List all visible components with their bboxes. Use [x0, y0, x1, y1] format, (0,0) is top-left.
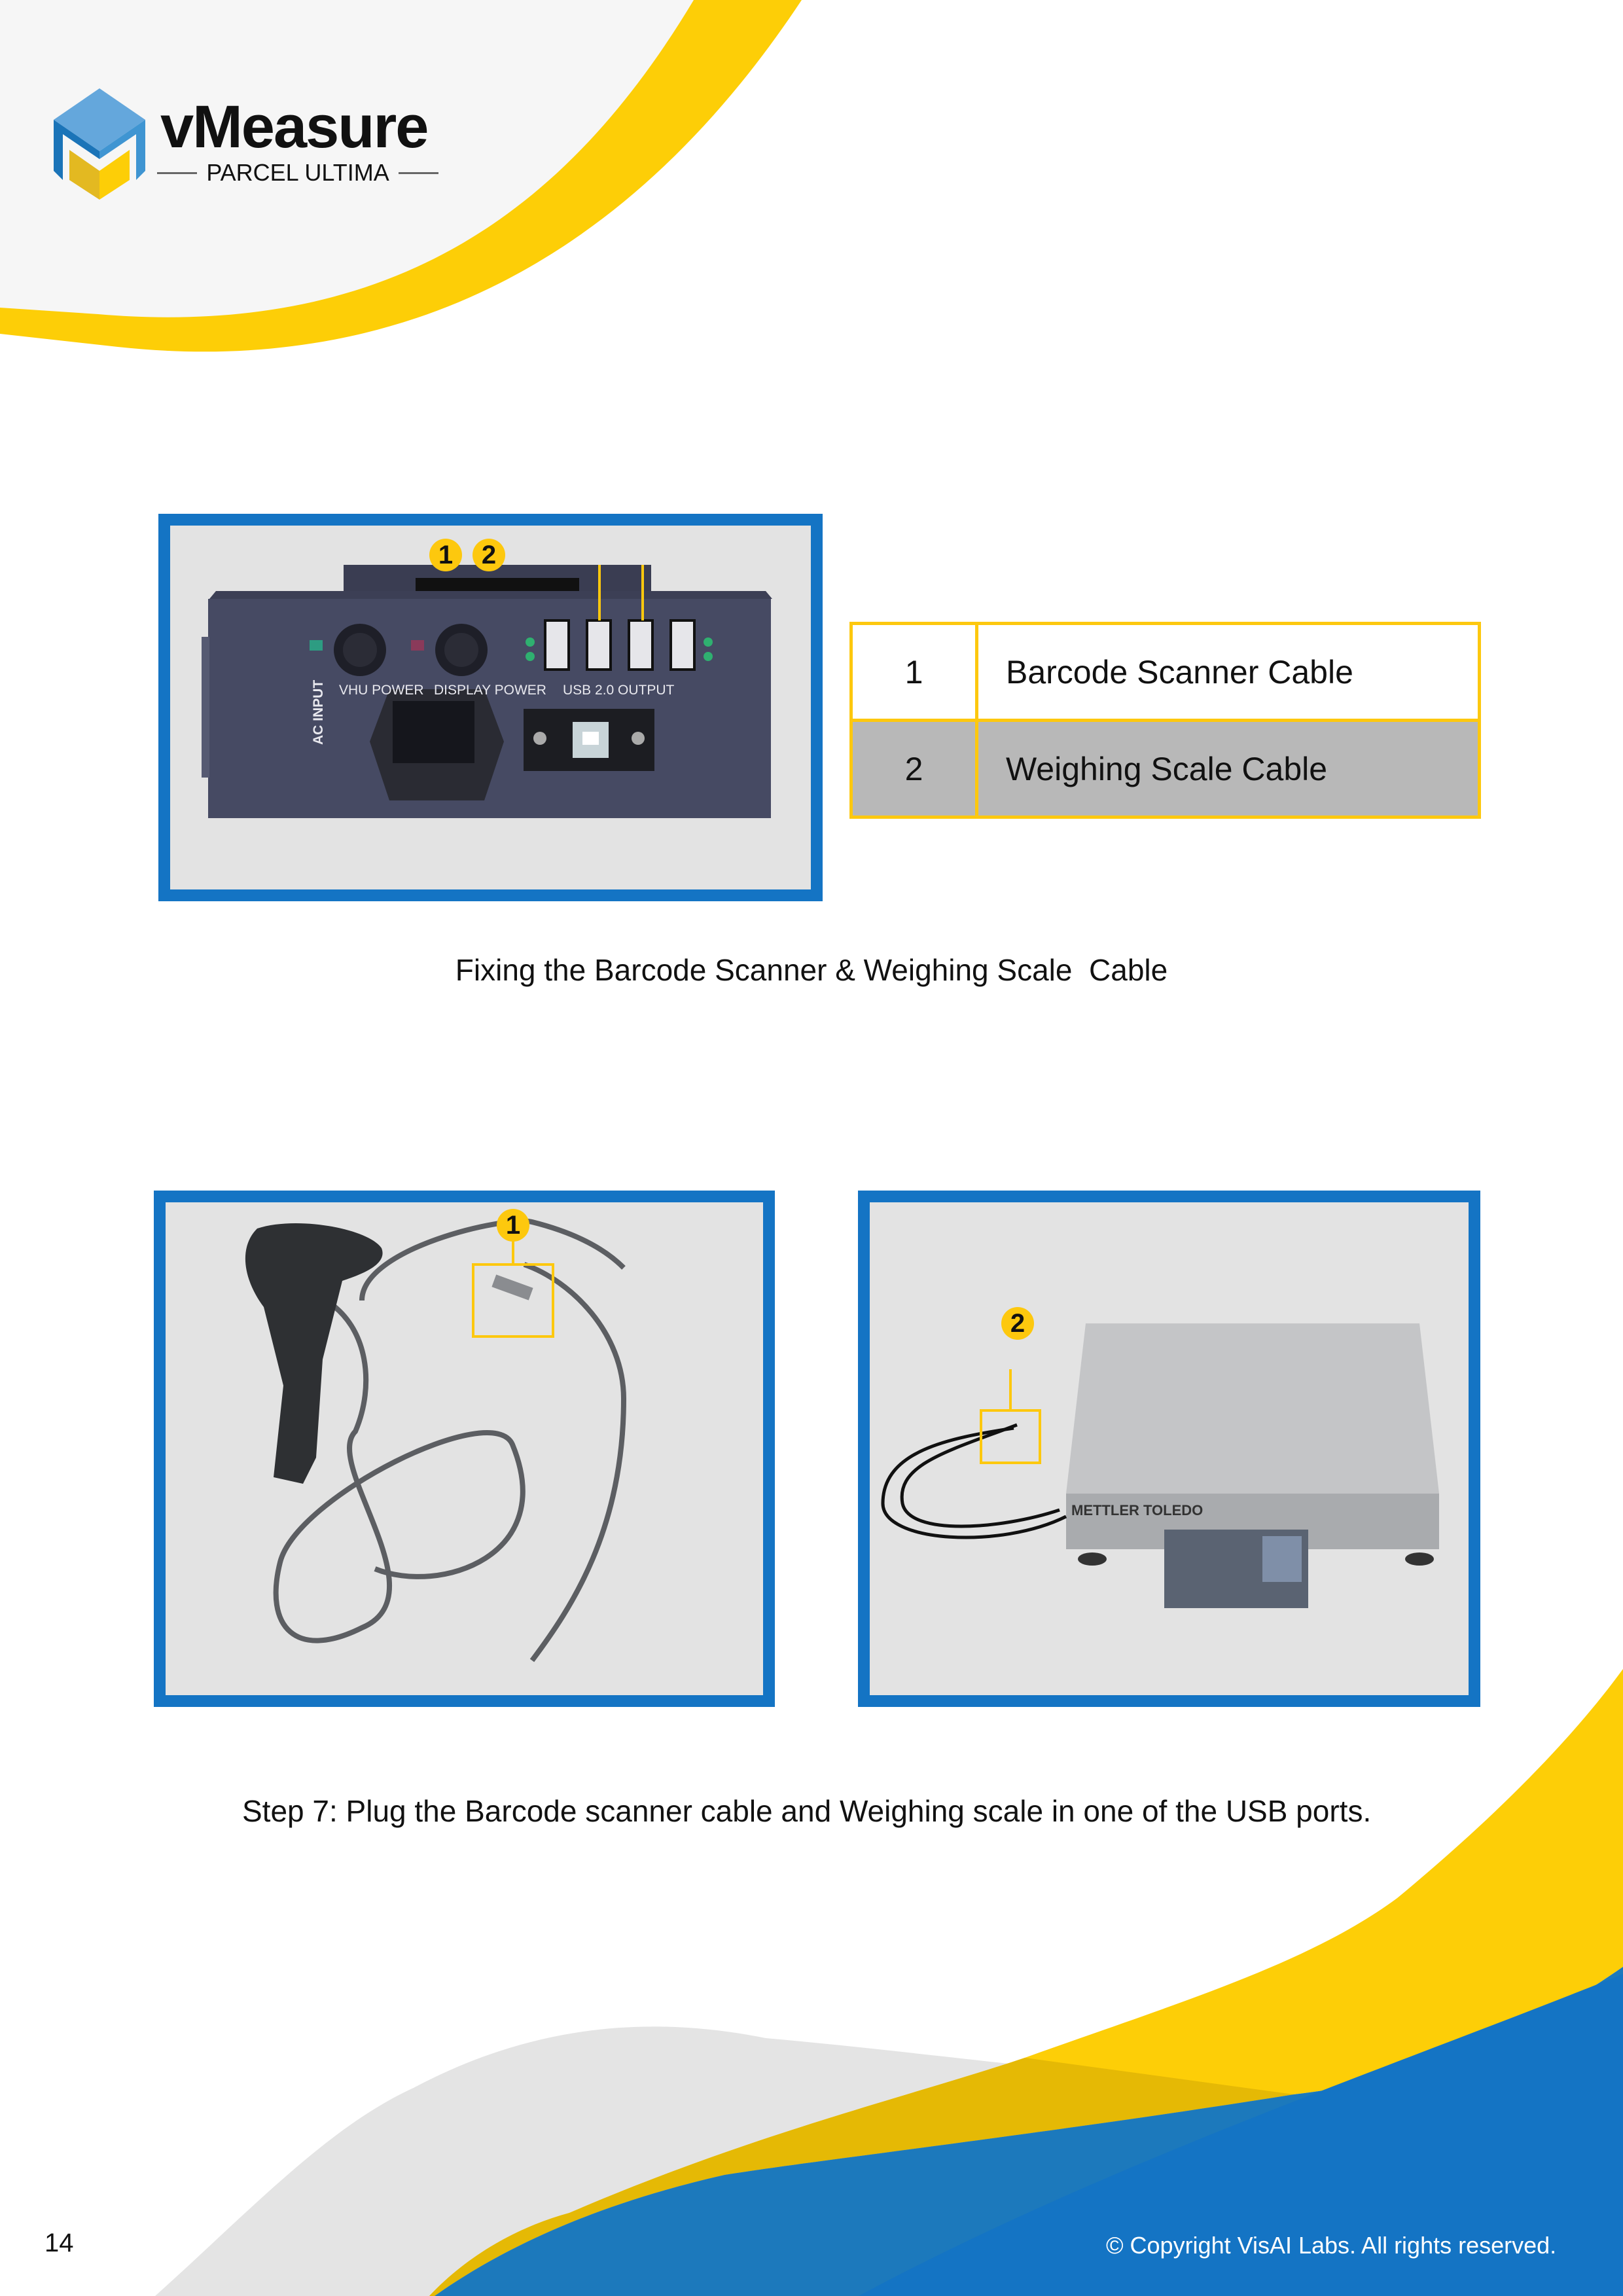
row-label: Weighing Scale Cable	[975, 719, 1481, 819]
callout-1: 1	[497, 1209, 529, 1242]
figure1-caption: Fixing the Barcode Scanner & Weighing Sc…	[455, 953, 1168, 987]
table-row: 2 Weighing Scale Cable	[849, 719, 1481, 819]
device-rear-panel-photo: 1 2 VHU POWER DISPLAY POWER USB 2.0 OUTP…	[158, 514, 823, 901]
brand-subtitle: PARCEL ULTIMA	[157, 159, 439, 186]
top-gray-lobe	[0, 0, 694, 317]
cable-legend-table: 1 Barcode Scanner Cable 2 Weighing Scale…	[849, 622, 1481, 819]
top-yellow-swoosh	[0, 0, 802, 352]
row-label: Barcode Scanner Cable	[975, 622, 1481, 722]
scale-illustration	[881, 1323, 1439, 1608]
callout-1: 1	[429, 539, 462, 571]
label-ac-input: AC INPUT	[311, 679, 326, 745]
brand-subtitle-text: PARCEL ULTIMA	[206, 159, 389, 186]
callout-2: 2	[1001, 1307, 1034, 1340]
bottom-yellow-swoosh	[429, 1669, 1623, 2296]
callout-2: 2	[473, 539, 505, 571]
label-display-power: DISPLAY POWER	[434, 683, 546, 698]
step-7-instruction: Step 7: Plug the Barcode scanner cable a…	[242, 1794, 1372, 1828]
weighing-scale-photo: 2 METTLER TOLEDO	[858, 1191, 1480, 1707]
label-usb-output: USB 2.0 OUTPUT	[563, 683, 675, 698]
logo-cube-icon	[54, 88, 145, 200]
brand-name: vMeasure	[160, 94, 429, 160]
bottom-yellow-overlap	[429, 2058, 1294, 2296]
bottom-blue-wave-dark	[859, 1974, 1623, 2296]
barcode-scanner-photo: 1	[154, 1191, 775, 1707]
scanner-illustration	[245, 1218, 627, 1662]
device-illustration	[202, 565, 772, 818]
row-number: 2	[849, 719, 978, 819]
row-number: 1	[849, 622, 978, 722]
page-number: 14	[45, 2229, 74, 2257]
label-vhu-power: VHU POWER	[339, 683, 424, 698]
scale-brand-label: METTLER TOLEDO	[1071, 1502, 1204, 1518]
table-row: 1 Barcode Scanner Cable	[849, 622, 1481, 722]
copyright-notice: © Copyright VisAI Labs. All rights reser…	[1106, 2232, 1557, 2259]
